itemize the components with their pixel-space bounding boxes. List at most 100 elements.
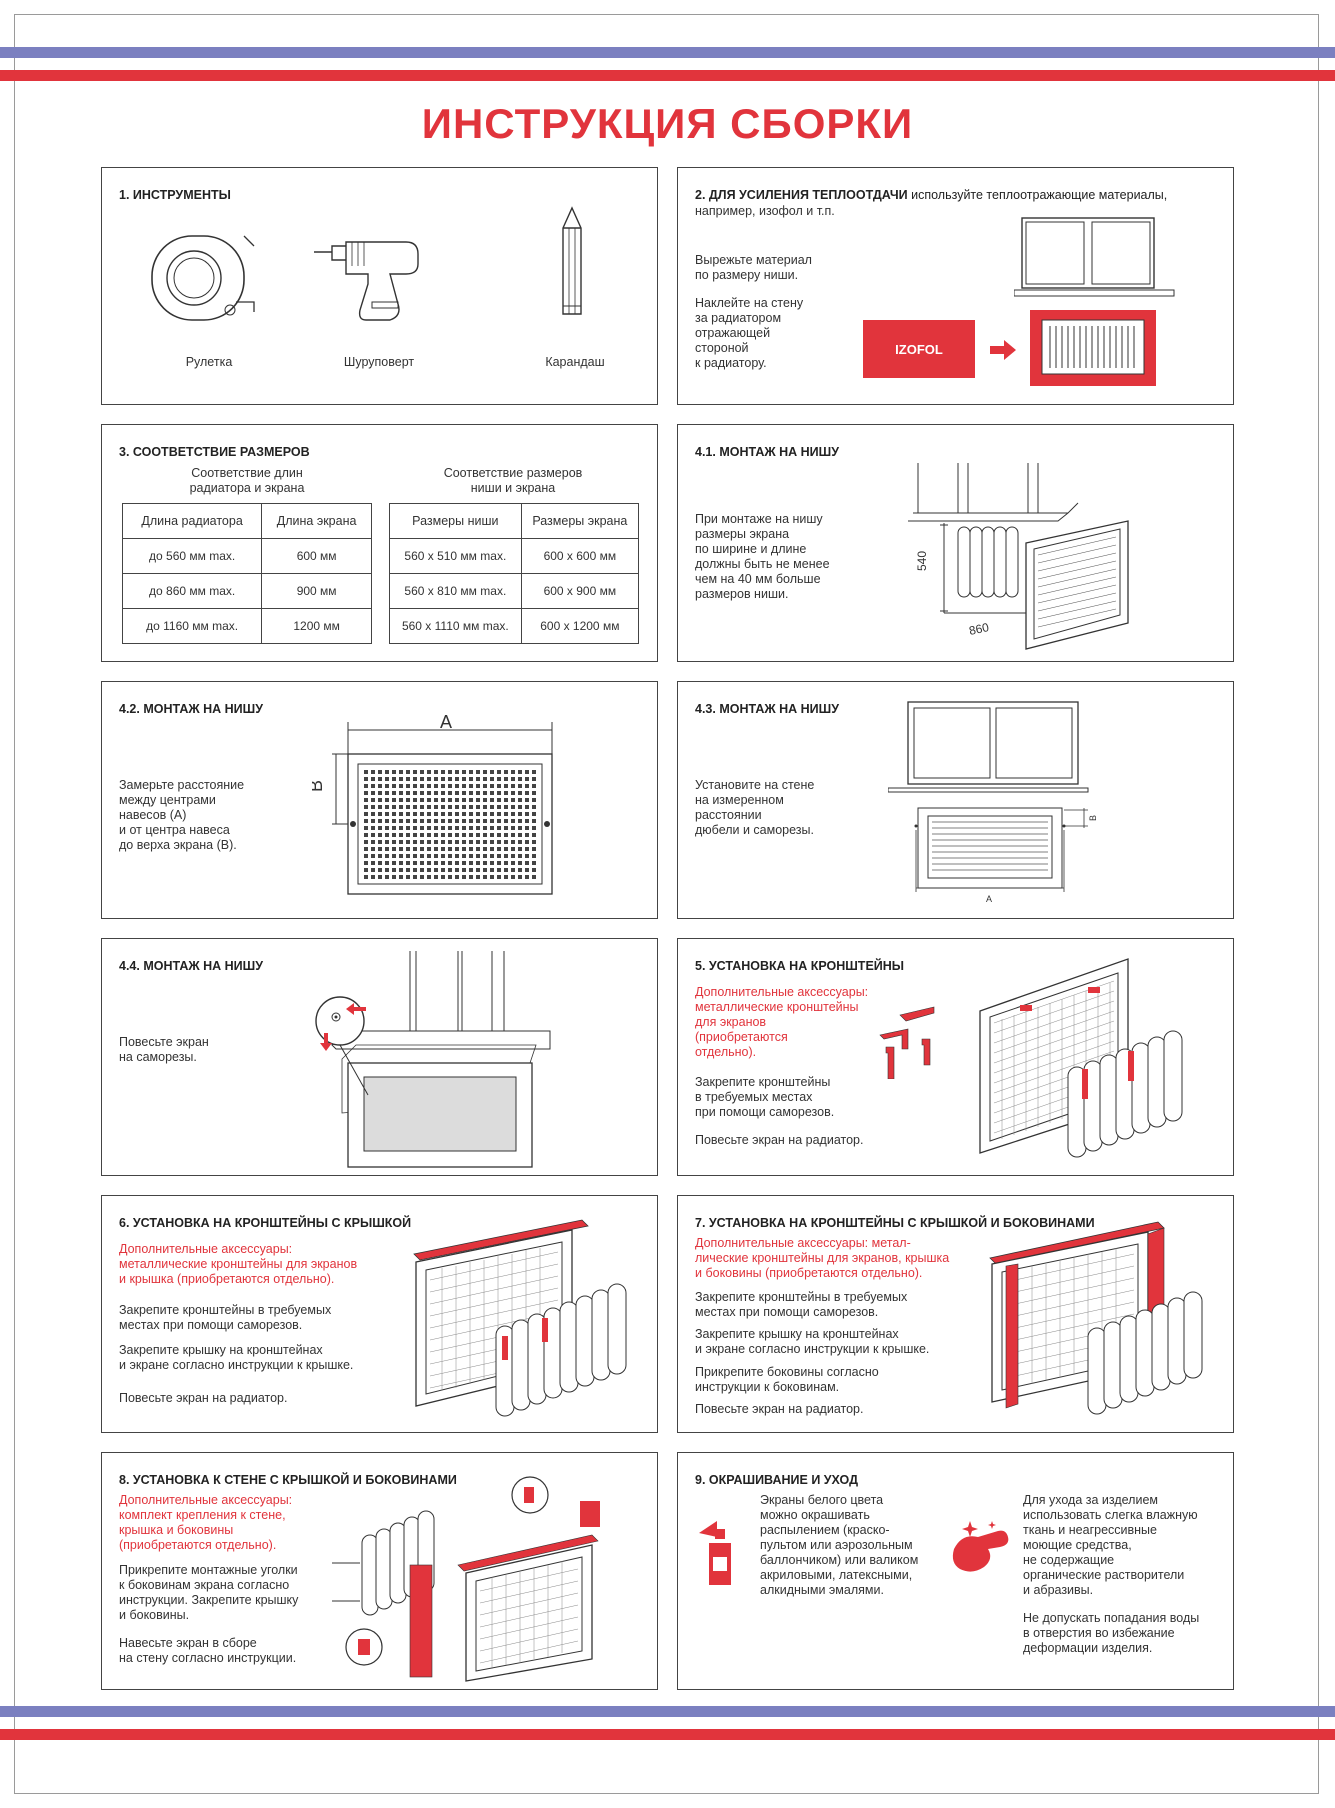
panel-painting-care: 9. ОКРАШИВАНИЕ И УХОД Экраны белого цвет…	[677, 1452, 1234, 1690]
table-row: 560 x 1110 мм max.600 x 1200 мм	[389, 608, 640, 644]
instruction-text: Прикрепите монтажные уголки к боковинам …	[119, 1563, 299, 1622]
table-row: 560 x 810 мм max.600 x 900 мм	[389, 573, 640, 609]
panel-bracket-mount: 5. УСТАНОВКА НА КРОНШТЕЙНЫ Дополнительны…	[677, 938, 1234, 1176]
panel-title: 7. УСТАНОВКА НА КРОНШТЕЙНЫ С КРЫШКОЙ И Б…	[695, 1216, 1095, 1230]
radiator-lid-sides-illustration	[989, 1221, 1203, 1415]
instruction-text: Закрепите кронштейны в требуемых местах …	[695, 1075, 835, 1119]
table-row: до 1160 мм max.1200 мм	[121, 608, 372, 644]
table-header: Длина радиатора	[121, 503, 263, 539]
table-cell: 1200 мм	[261, 608, 372, 644]
tool-label: Карандаш	[545, 355, 605, 369]
panel-title: 1. ИНСТРУМЕНТЫ	[119, 188, 231, 202]
table-header: Длина экрана	[261, 503, 372, 539]
table-header: Размеры экрана	[520, 503, 640, 539]
accessories-note: Дополнительные аксессуары: металлические…	[695, 985, 869, 1059]
panel-size-match: 3. СООТВЕТСТВИЕ РАЗМЕРОВ Соответствие дл…	[101, 424, 658, 662]
table-cell: 600 x 900 мм	[520, 573, 640, 609]
table-cell: до 560 мм max.	[121, 538, 263, 574]
panel-tools: 1. ИНСТРУМЕНТЫ Рулетка Шуруповерт Каранд…	[101, 167, 658, 405]
instruction-text: Повесьте экран на радиатор.	[695, 1402, 864, 1416]
tool-label: Шуруповерт	[343, 355, 415, 369]
table-cell: 600 x 1200 мм	[520, 608, 640, 644]
label-a: A	[986, 894, 992, 904]
table-cell: 900 мм	[261, 573, 372, 609]
screwdriver-icon	[314, 241, 419, 321]
arrow-down-icon	[320, 1033, 332, 1051]
dimension-width: 860	[968, 620, 991, 638]
label-b: B	[312, 780, 326, 792]
accessories-note: Дополнительные аксессуары: металлические…	[119, 1242, 358, 1286]
panel-title: 8. УСТАНОВКА К СТЕНЕ С КРЫШКОЙ И БОКОВИН…	[119, 1473, 457, 1487]
instruction-text: При монтаже на нишу размеры экрана по ши…	[695, 512, 830, 601]
radiator-length-table: Длина радиатора Длина экрана до 560 мм m…	[121, 503, 372, 644]
panel-bracket-lid-sides-mount: 7. УСТАНОВКА НА КРОНШТЕЙНЫ С КРЫШКОЙ И Б…	[677, 1195, 1234, 1433]
izofol-label: IZOFOL	[863, 320, 975, 378]
screen-panel	[1025, 520, 1129, 650]
table-row: до 560 мм max.600 мм	[121, 538, 372, 574]
bottom-stripe-red	[0, 1729, 1335, 1740]
panel-niche-mount-2: 4.2. МОНТАЖ НА НИШУ Замерьте расстояние …	[101, 681, 658, 919]
niche-size-table: Размеры ниши Размеры экрана 560 x 510 мм…	[389, 503, 640, 644]
panel-wall-mount: 8. УСТАНОВКА К СТЕНЕ С КРЫШКОЙ И БОКОВИН…	[101, 1452, 658, 1690]
panel-title: 4.4. МОНТАЖ НА НИШУ	[119, 959, 264, 973]
instruction-text: Повесьте экран на радиатор.	[695, 1133, 864, 1147]
bracket-parts-icon	[879, 1006, 935, 1079]
arrow-right-icon	[990, 340, 1016, 360]
table-cell: 560 x 810 мм max.	[389, 573, 522, 609]
screen-grid	[364, 770, 536, 879]
tape-measure-icon	[151, 235, 255, 321]
table-caption: Соответствие длин радиатора и экрана	[189, 466, 305, 495]
table-row: 560 x 510 мм max.600 x 600 мм	[389, 538, 640, 574]
instruction-text: Повесьте экран на радиатор.	[119, 1391, 288, 1405]
bottom-stripe-blue	[0, 1706, 1335, 1717]
panel-niche-mount-4: 4.4. МОНТАЖ НА НИШУ Повесьте экран на са…	[101, 938, 658, 1176]
arrow-left-icon	[346, 1003, 366, 1015]
table-header: Размеры ниши	[389, 503, 522, 539]
niche-dimensions-illustration: 540 860	[908, 463, 1129, 650]
cleaning-hand-icon	[952, 1521, 1009, 1572]
panel-title: 3. СООТВЕТСТВИЕ РАЗМЕРОВ	[119, 445, 310, 459]
page-frame	[14, 14, 1319, 1794]
instruction-text: Закрепите крышку на кронштейнах и экране…	[695, 1327, 930, 1356]
radiator-screen-illustration	[979, 958, 1183, 1158]
panel-niche-mount-3: 4.3. МОНТАЖ НА НИШУ Установите на стене …	[677, 681, 1234, 919]
spray-can-icon	[699, 1521, 731, 1585]
accessories-note: Дополнительные аксессуары: комплект креп…	[119, 1493, 293, 1552]
panel-bracket-lid-mount: 6. УСТАНОВКА НА КРОНШТЕЙНЫ С КРЫШКОЙ Доп…	[101, 1195, 658, 1433]
wall-dowels-illustration: A B	[888, 701, 1098, 904]
label-b: B	[1088, 815, 1098, 821]
panel-niche-mount-1: 4.1. МОНТАЖ НА НИШУ При монтаже на нишу …	[677, 424, 1234, 662]
top-stripe-red	[0, 70, 1335, 81]
instruction-text: Наклейте на стену за радиатором отражающ…	[695, 296, 804, 370]
table-cell: 600 x 600 мм	[520, 538, 640, 574]
panel-title-line2: например, изофол и т.п.	[695, 204, 835, 218]
panel-title: 5. УСТАНОВКА НА КРОНШТЕЙНЫ	[695, 959, 905, 973]
pencil-icon	[562, 206, 582, 315]
top-stripe-blue	[0, 47, 1335, 58]
table-cell: 560 x 510 мм max.	[389, 538, 522, 574]
accessories-note: Дополнительные аксессуары: метал- лическ…	[695, 1236, 950, 1280]
table-row: до 860 мм max.900 мм	[121, 573, 372, 609]
table-caption: Соответствие размеров ниши и экрана	[443, 466, 583, 495]
instruction-text: Закрепите кронштейны в требуемых местах …	[695, 1290, 908, 1319]
instruction-text: Прикрепите боковины согласно инструкции …	[695, 1365, 879, 1394]
radiator-lid-illustration	[413, 1219, 627, 1417]
panel-title: 4.1. МОНТАЖ НА НИШУ	[695, 445, 840, 459]
mount-measure-illustration: A B	[312, 712, 553, 895]
label-a: A	[440, 712, 452, 732]
table-cell: 560 x 1110 мм max.	[389, 608, 522, 644]
page-title: ИНСТРУКЦИЯ СБОРКИ	[421, 100, 914, 147]
panel-title: 9. ОКРАШИВАНИЕ И УХОД	[695, 1473, 859, 1487]
instruction-text: Повесьте экран на саморезы.	[119, 1035, 209, 1064]
instruction-text: Замерьте расстояние между центрами навес…	[119, 778, 245, 852]
wall-mount-illustration	[332, 1476, 600, 1682]
care-text: Для ухода за изделием использовать слегк…	[1023, 1493, 1198, 1597]
table-cell: 600 мм	[261, 538, 372, 574]
table-cell: до 860 мм max.	[121, 573, 263, 609]
tool-label: Рулетка	[185, 355, 233, 369]
panel-title: 4.3. МОНТАЖ НА НИШУ	[695, 702, 840, 716]
instruction-text: Вырежьте материал по размеру ниши.	[695, 253, 812, 282]
window-illustration	[1014, 217, 1175, 297]
panel-heat-reflection: 2. ДЛЯ УСИЛЕНИЯ ТЕПЛООТДАЧИ используйте …	[677, 167, 1234, 405]
instruction-text: Закрепите кронштейны в требуемых местах …	[119, 1303, 332, 1332]
